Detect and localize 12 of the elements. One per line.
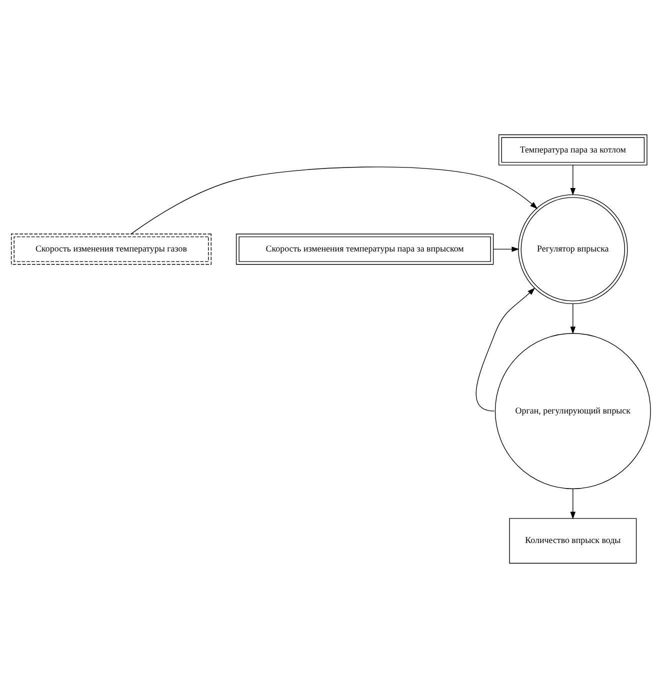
node-box: Температура пара за котлом	[498, 134, 648, 166]
node-circle: Орган, регулирующий впрыск	[494, 333, 651, 490]
node-circle: Регулятор впрыска	[518, 194, 628, 304]
node-box: Количество впрыск воды	[509, 518, 637, 564]
arrow	[493, 246, 520, 252]
arrow	[570, 164, 576, 196]
arrow	[130, 166, 538, 234]
arrow	[570, 488, 576, 520]
arrow	[476, 288, 536, 412]
arrow	[570, 303, 576, 334]
node-box: Скорость изменения температуры газов	[10, 234, 212, 265]
node-box: Скорость изменения температуры пара за впрыском	[236, 234, 494, 265]
